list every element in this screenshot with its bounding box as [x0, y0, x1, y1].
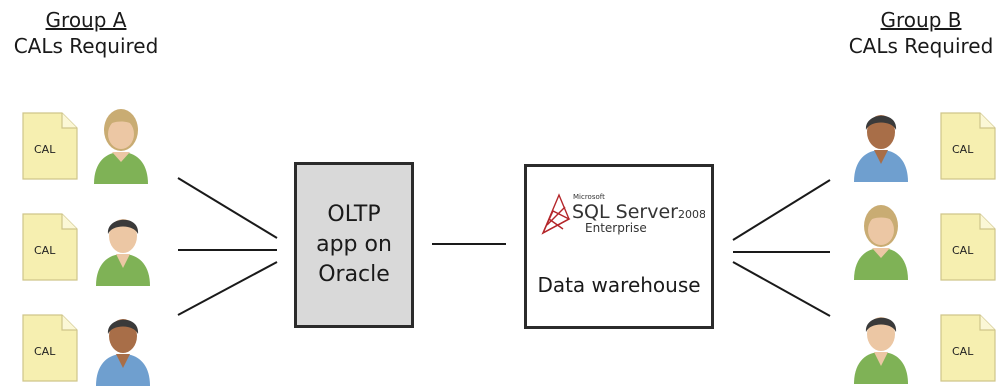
cal-label: CAL — [34, 143, 56, 156]
sql-logo-vendor: Microsoft — [573, 193, 605, 201]
group-b-name: Group B — [880, 8, 962, 32]
user-female-icon — [854, 205, 908, 280]
user-male-icon — [854, 115, 908, 182]
group-b-title: Group B CALs Required — [836, 7, 1002, 59]
user-female-icon — [94, 109, 148, 184]
sql-logo-product: SQL Server — [572, 201, 678, 223]
line-a3-to-oltp — [177, 261, 278, 316]
group-a-subtitle: CALs Required — [13, 34, 159, 58]
cal-document-icon: CAL — [940, 213, 996, 281]
sql-server-emblem-icon — [541, 193, 571, 235]
oltp-box: OLTP app on Oracle — [294, 162, 414, 328]
cal-label: CAL — [34, 244, 56, 257]
data-warehouse-box: Microsoft SQL Server 2008 Enterprise Dat… — [524, 164, 714, 329]
line-a1-to-oltp — [177, 177, 278, 239]
group-a-name: Group A — [45, 8, 127, 32]
user-male-icon — [96, 219, 150, 286]
user-male-icon — [96, 319, 150, 386]
cal-document-icon: CAL — [22, 213, 78, 281]
cal-label: CAL — [952, 143, 974, 156]
data-warehouse-label: Data warehouse — [537, 273, 701, 297]
sql-server-logo: Microsoft SQL Server 2008 Enterprise — [541, 193, 705, 235]
sql-logo-edition: Enterprise — [585, 221, 647, 235]
group-a-title: Group A CALs Required — [4, 7, 168, 59]
cal-label: CAL — [952, 345, 974, 358]
sql-logo-version: 2008 — [678, 208, 705, 221]
cal-document-icon: CAL — [940, 112, 996, 180]
cal-label: CAL — [34, 345, 56, 358]
line-dw-to-b3 — [732, 261, 831, 317]
cal-document-icon: CAL — [22, 314, 78, 382]
group-b-subtitle: CALs Required — [848, 34, 994, 58]
line-dw-to-b1 — [732, 179, 831, 241]
cal-document-icon: CAL — [22, 112, 78, 180]
cal-label: CAL — [952, 244, 974, 257]
oltp-label: OLTP app on Oracle — [316, 202, 392, 287]
cal-document-icon: CAL — [940, 314, 996, 382]
user-male-icon — [854, 317, 908, 384]
